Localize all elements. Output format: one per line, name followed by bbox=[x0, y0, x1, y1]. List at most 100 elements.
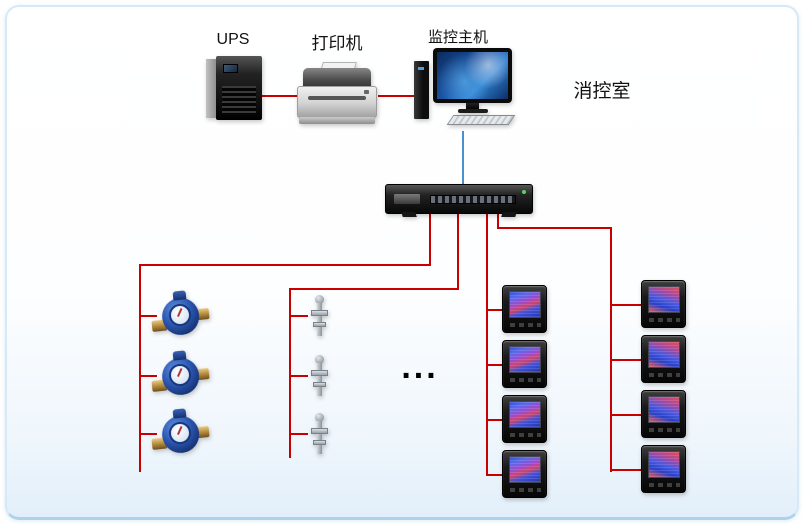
stub-power-meter-l2 bbox=[486, 364, 503, 366]
printer-lid bbox=[303, 68, 371, 88]
power-meter-buttons bbox=[649, 318, 680, 322]
stub-water-meter-2 bbox=[139, 375, 157, 377]
power-meter-screen bbox=[509, 456, 541, 483]
valve-stem bbox=[317, 363, 322, 396]
ups-side-panel bbox=[206, 59, 217, 118]
ups-display bbox=[223, 64, 238, 73]
switch-drop-2 bbox=[457, 214, 459, 290]
stub-valve-2 bbox=[289, 375, 308, 377]
power-meter-l4 bbox=[502, 450, 547, 498]
power-meter-buttons bbox=[510, 488, 541, 492]
printer-body bbox=[297, 86, 377, 118]
ups-front-panel bbox=[216, 56, 262, 120]
valve-stem bbox=[317, 303, 322, 336]
ups-label: UPS bbox=[216, 31, 250, 48]
bus-meterleft-vertical bbox=[486, 214, 488, 476]
link-host-switch bbox=[462, 131, 464, 184]
power-meter-r1 bbox=[641, 280, 686, 328]
stub-power-meter-r1 bbox=[610, 304, 641, 306]
switch-drop-3 bbox=[497, 214, 499, 229]
stub-water-meter-1 bbox=[139, 315, 157, 317]
valve-knob bbox=[315, 413, 324, 422]
stub-power-meter-r2 bbox=[610, 359, 641, 361]
power-meter-screen bbox=[509, 346, 541, 373]
printer-label: 打印机 bbox=[311, 34, 363, 53]
ellipsis-label: ... bbox=[401, 348, 439, 386]
stub-power-meter-l1 bbox=[486, 309, 503, 311]
power-meter-screen bbox=[648, 396, 680, 423]
serial-server-device bbox=[385, 184, 533, 217]
power-meter-buttons bbox=[649, 483, 680, 487]
bus-left-vertical bbox=[139, 264, 141, 472]
valve-sensor-3 bbox=[305, 413, 333, 455]
link-ups-printer bbox=[261, 95, 299, 97]
valve-knob bbox=[315, 355, 324, 364]
monitor-host-label: 监控主机 bbox=[427, 29, 488, 46]
stub-power-meter-l4 bbox=[486, 474, 503, 476]
valve-flange-lower bbox=[313, 440, 326, 445]
stub-valve-3 bbox=[289, 433, 308, 435]
printer-device bbox=[297, 62, 377, 124]
water-meter-cap bbox=[172, 408, 187, 419]
stub-power-meter-r3 bbox=[610, 414, 641, 416]
stub-power-meter-r4 bbox=[610, 469, 641, 471]
switch-foot-left bbox=[401, 212, 417, 217]
control-room-label: 消控室 bbox=[573, 81, 631, 102]
power-meter-r4 bbox=[641, 445, 686, 493]
power-meter-l1 bbox=[502, 285, 547, 333]
valve-sensor-2 bbox=[305, 355, 333, 397]
diagram-background bbox=[5, 5, 799, 520]
water-meter-3 bbox=[149, 405, 212, 461]
ups-device bbox=[206, 56, 262, 120]
bus-meterright-vertical bbox=[610, 227, 612, 472]
stub-valve-1 bbox=[289, 315, 308, 317]
pc-tower-led bbox=[418, 67, 424, 70]
power-meter-l2 bbox=[502, 340, 547, 388]
power-meter-screen bbox=[648, 286, 680, 313]
valve-flange-lower bbox=[313, 322, 326, 327]
power-meter-buttons bbox=[649, 428, 680, 432]
link-printer-host bbox=[378, 95, 418, 97]
valve-knob bbox=[315, 295, 324, 304]
switch-led bbox=[522, 190, 526, 194]
water-meter-1 bbox=[149, 287, 212, 343]
pc-keyboard bbox=[446, 115, 516, 125]
power-meter-screen bbox=[509, 401, 541, 428]
valve-sensor-1 bbox=[305, 295, 333, 337]
pc-stand bbox=[466, 103, 479, 110]
power-meter-buttons bbox=[510, 433, 541, 437]
water-meter-2 bbox=[149, 347, 212, 403]
power-meter-r3 bbox=[641, 390, 686, 438]
power-meter-buttons bbox=[510, 378, 541, 382]
power-meter-screen bbox=[648, 451, 680, 478]
switch-ports bbox=[430, 195, 516, 204]
power-meter-buttons bbox=[649, 373, 680, 377]
pc-stand-base bbox=[458, 109, 488, 113]
printer-tray bbox=[299, 117, 375, 124]
bus-valve-horizontal bbox=[289, 288, 459, 290]
printer-output-slot bbox=[308, 96, 366, 100]
water-meter-cap bbox=[172, 290, 187, 301]
valve-stem bbox=[317, 421, 322, 454]
valve-flange-upper bbox=[311, 310, 328, 316]
power-meter-screen bbox=[648, 341, 680, 368]
valve-flange-lower bbox=[313, 382, 326, 387]
power-meter-buttons bbox=[510, 323, 541, 327]
switch-foot-right bbox=[501, 212, 517, 217]
switch-drop-1 bbox=[429, 214, 431, 266]
valve-flange-upper bbox=[311, 370, 328, 376]
bus-valve-vertical bbox=[289, 288, 291, 458]
pc-monitor bbox=[433, 48, 512, 103]
switch-badge bbox=[394, 194, 420, 204]
stub-water-meter-3 bbox=[139, 433, 157, 435]
bus-left-horizontal bbox=[139, 264, 431, 266]
pc-tower bbox=[414, 61, 429, 119]
printer-button bbox=[364, 90, 369, 94]
ups-vents bbox=[222, 86, 256, 114]
valve-flange-upper bbox=[311, 428, 328, 434]
stub-power-meter-l3 bbox=[486, 419, 503, 421]
power-meter-screen bbox=[509, 291, 541, 318]
water-meter-cap bbox=[172, 350, 187, 361]
power-meter-r2 bbox=[641, 335, 686, 383]
